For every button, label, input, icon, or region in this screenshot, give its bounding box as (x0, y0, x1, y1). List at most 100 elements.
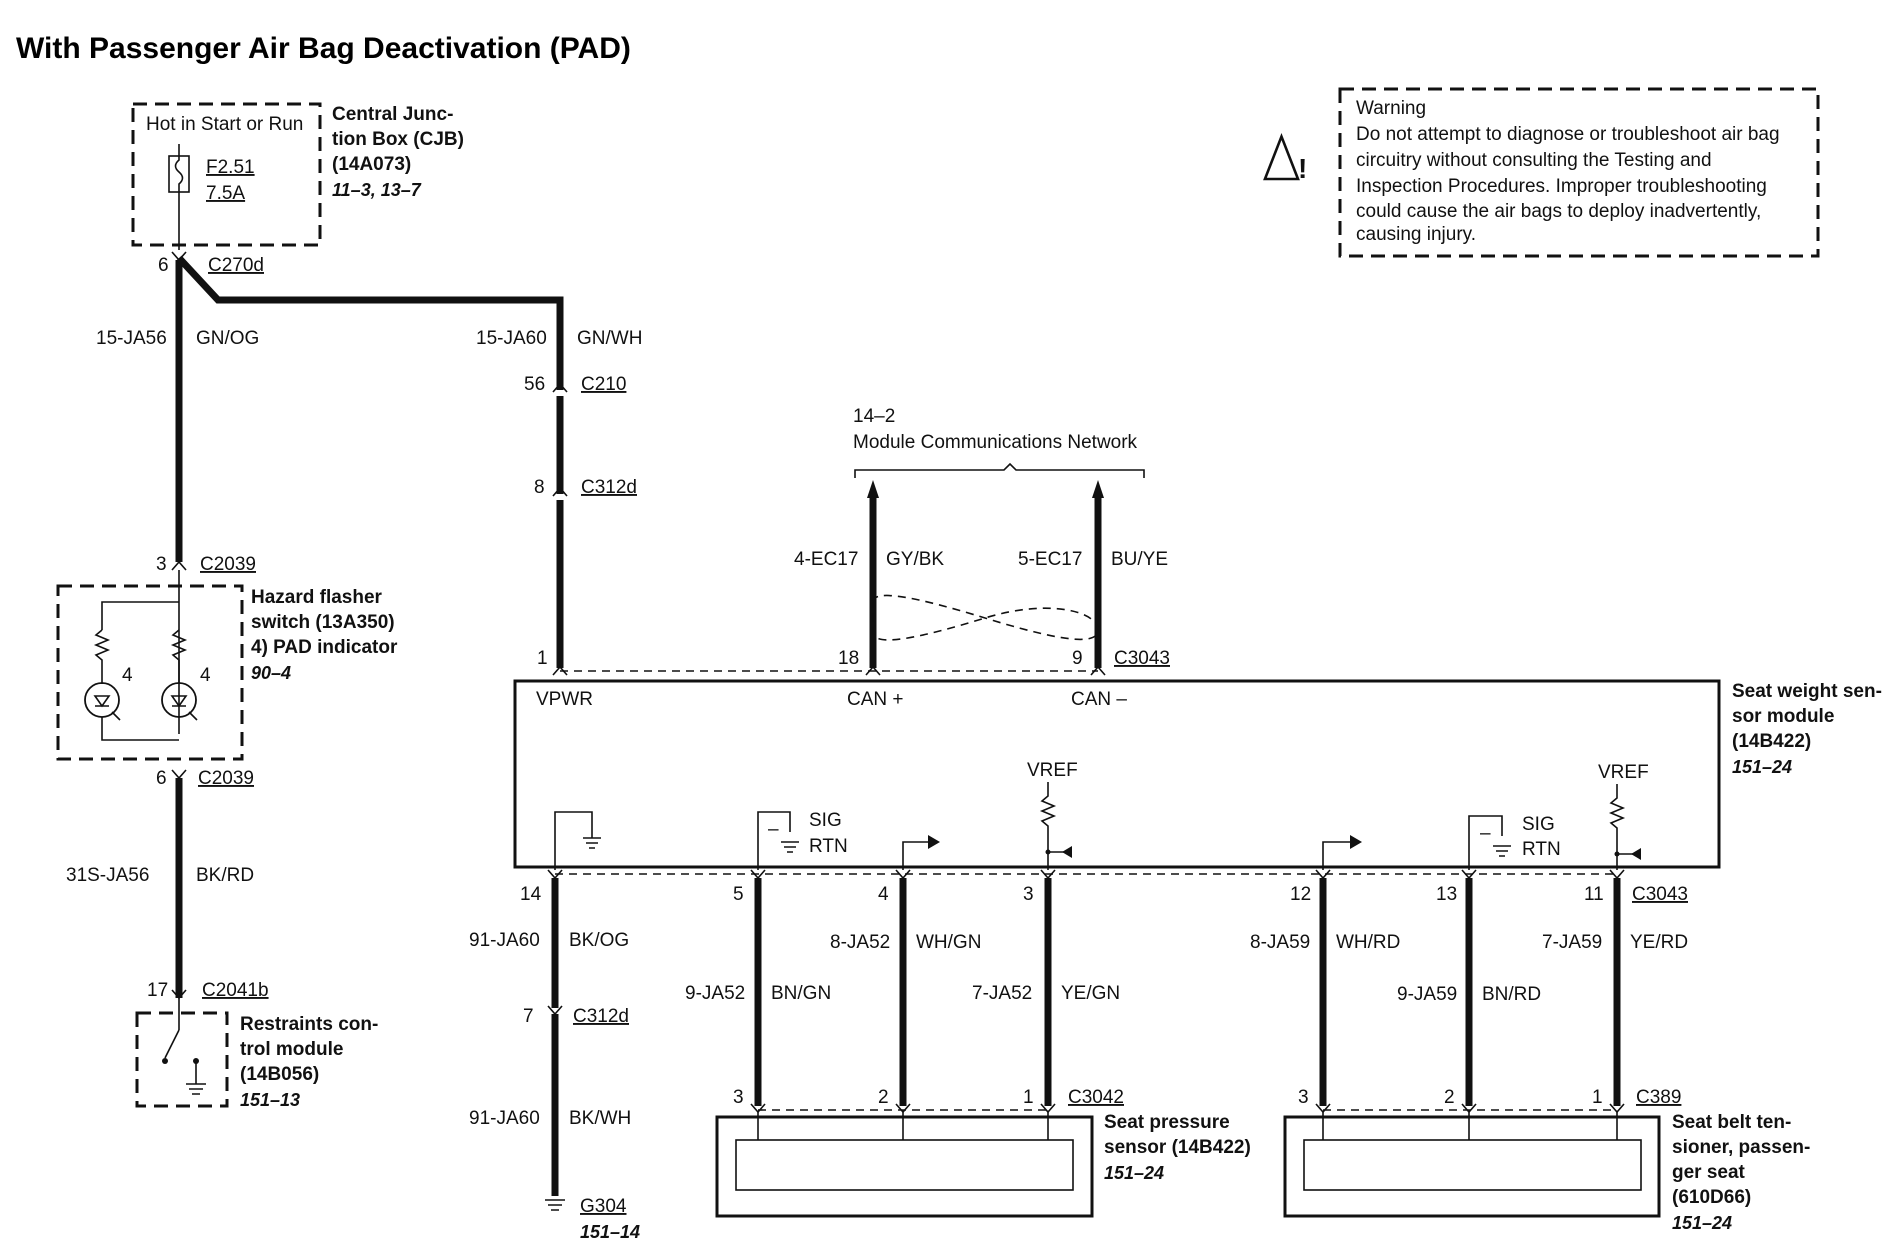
warning-line-1: Do not attempt to diagnose or troublesho… (1356, 124, 1780, 145)
pressure-pin-2: 2 (878, 1087, 889, 1108)
wire-15-ja56-id: 15-JA56 (96, 328, 167, 349)
c312d-top-connector-icon (552, 486, 568, 497)
internal-ground-icon (583, 837, 601, 849)
c2041b-pin: 17 (147, 980, 168, 1001)
wire-91-ja60-bkwh-id: 91-JA60 (469, 1108, 540, 1129)
c2039-bot-label: C2039 (198, 768, 254, 789)
wire-31s-ja56-id: 31S-JA56 (66, 865, 149, 886)
network-name: Module Communications Network (853, 432, 1138, 453)
driver-right-icon (1350, 835, 1362, 849)
rcm-name-1: Restraints con- (240, 1014, 378, 1035)
wire-5-ec17-id: 5-EC17 (1018, 549, 1082, 570)
vref-left: VREF (1027, 760, 1078, 781)
c210-label: C210 (581, 374, 626, 395)
cjb-name-2: tion Box (CJB) (332, 129, 464, 150)
rcm-name-2: trol module (240, 1039, 343, 1060)
sig-left: SIG (809, 810, 842, 831)
wire-15-ja60-id: 15-JA60 (476, 328, 547, 349)
vref-right: VREF (1598, 762, 1649, 783)
restraints-control-module: Restraints con- trol module (14B056) 151… (135, 998, 378, 1110)
c312d-bot-pin: 7 (523, 1006, 534, 1027)
pin-13: 13 (1436, 884, 1457, 905)
wire-8-ja59-id: 8-JA59 (1250, 932, 1310, 953)
c270d-label: C270d (208, 255, 264, 276)
warning-heading: Warning (1356, 98, 1426, 119)
c2039-bot-connector-icon (171, 769, 187, 780)
wire-15-ja56-color: GN/OG (196, 328, 259, 349)
hazard-name-3: 4) PAD indicator (251, 637, 398, 658)
wire-7-ja52-id: 7-JA52 (972, 983, 1032, 1004)
network-ref: 14–2 (853, 406, 895, 427)
g304-ref: 151–14 (580, 1222, 640, 1242)
seat-weight-sensor-module: VPWR CAN + CAN – Seat weight sen- sor mo… (513, 679, 1882, 870)
wire-4-ec17-color: GY/BK (886, 549, 944, 570)
wire-91-ja60-bkog-id: 91-JA60 (469, 930, 540, 951)
warning-exclamation-icon: ! (1298, 153, 1307, 184)
pressure-name-1: Seat pressure (1104, 1112, 1230, 1133)
lamp-label-right: 4 (200, 665, 211, 686)
warning-line-2: circuitry without consulting the Testing… (1356, 150, 1712, 171)
wire-4-ec17-id: 4-EC17 (794, 549, 858, 570)
warning-callout: ! Warning Do not attempt to diagnose or … (1263, 87, 1820, 258)
wire-7-ja59-id: 7-JA59 (1542, 932, 1602, 953)
c3043-top-pin9-icon (1090, 665, 1106, 676)
central-junction-box: Hot in Start or Run F2.51 7.5A Central J… (131, 102, 464, 247)
tensioner-pin-2: 2 (1444, 1087, 1455, 1108)
c2039-top-pin: 3 (156, 554, 167, 575)
swsm-name-3: (14B422) (1732, 731, 1811, 752)
wire-31s-ja56-color: BK/RD (196, 865, 254, 886)
minus-left: – (768, 819, 779, 840)
network-brace (854, 462, 1145, 478)
wire-8-ja52-color: WH/GN (916, 932, 981, 953)
cjb-hot-label: Hot in Start or Run (146, 114, 303, 135)
pin-can-hi: 18 (838, 648, 859, 669)
tensioner-ref: 151–24 (1672, 1213, 1732, 1233)
wire-9-ja52-id: 9-JA52 (685, 983, 745, 1004)
cjb-name-3: (14A073) (332, 154, 411, 175)
warning-line-5: causing injury. (1356, 224, 1476, 245)
pin-4: 4 (878, 884, 889, 905)
wire-91-ja60-bkwh-color: BK/WH (569, 1108, 631, 1129)
c2039-top-label: C2039 (200, 554, 256, 575)
c3043-top-pin1-icon (552, 665, 568, 676)
cjb-ref: 11–3, 13–7 (332, 180, 422, 200)
sig-rtn-ground-right-icon (1493, 845, 1511, 857)
sig-right: SIG (1522, 814, 1555, 835)
minus-right: – (1480, 823, 1491, 844)
vref-right-input-icon (1631, 848, 1641, 860)
rcm-ref: 151–13 (240, 1090, 300, 1110)
pressure-name-2: sensor (14B422) (1104, 1137, 1251, 1158)
tensioner-name-4: (610D66) (1672, 1187, 1751, 1208)
c2041b-label: C2041b (202, 980, 269, 1001)
pin-vpwr: 1 (537, 648, 548, 669)
swsm-name-1: Seat weight sen- (1732, 681, 1882, 702)
pin-3: 3 (1023, 884, 1034, 905)
warning-triangle-icon (1263, 132, 1300, 181)
pin-14: 14 (520, 884, 542, 905)
pin-12: 12 (1290, 884, 1311, 905)
swsm-ref: 151–24 (1732, 757, 1792, 777)
lamp-label-left: 4 (122, 665, 133, 686)
pressure-ref: 151–24 (1104, 1163, 1164, 1183)
c3042-label: C3042 (1068, 1087, 1124, 1108)
tensioner-name-1: Seat belt ten- (1672, 1112, 1791, 1133)
hazard-ref: 90–4 (251, 663, 291, 683)
c2039-top-connector-icon (171, 560, 187, 571)
c312d-top-label: C312d (581, 477, 637, 498)
fuse-rating: 7.5A (206, 183, 245, 204)
c2039-bot-pin: 6 (156, 768, 167, 789)
wire-9-ja59-id: 9-JA59 (1397, 984, 1457, 1005)
c389-label: C389 (1636, 1087, 1681, 1108)
wire-8-ja59-color: WH/RD (1336, 932, 1400, 953)
tensioner-pin-3: 3 (1298, 1087, 1309, 1108)
tensioner-name-2: sioner, passen- (1672, 1137, 1810, 1158)
hazard-name-2: switch (13A350) (251, 612, 395, 633)
wire-7-ja52-color: YE/GN (1061, 983, 1120, 1004)
c210-pin: 56 (524, 374, 545, 395)
c3043-bot-label: C3043 (1632, 884, 1688, 905)
pad-indicator-lamp-icon (84, 682, 120, 718)
wire-15-ja60 (176, 255, 564, 390)
wire-9-ja52-color: BN/GN (771, 983, 831, 1004)
hazard-flasher-switch: 4 4 Hazard flasher switch (13A350) 4) PA… (56, 570, 398, 761)
